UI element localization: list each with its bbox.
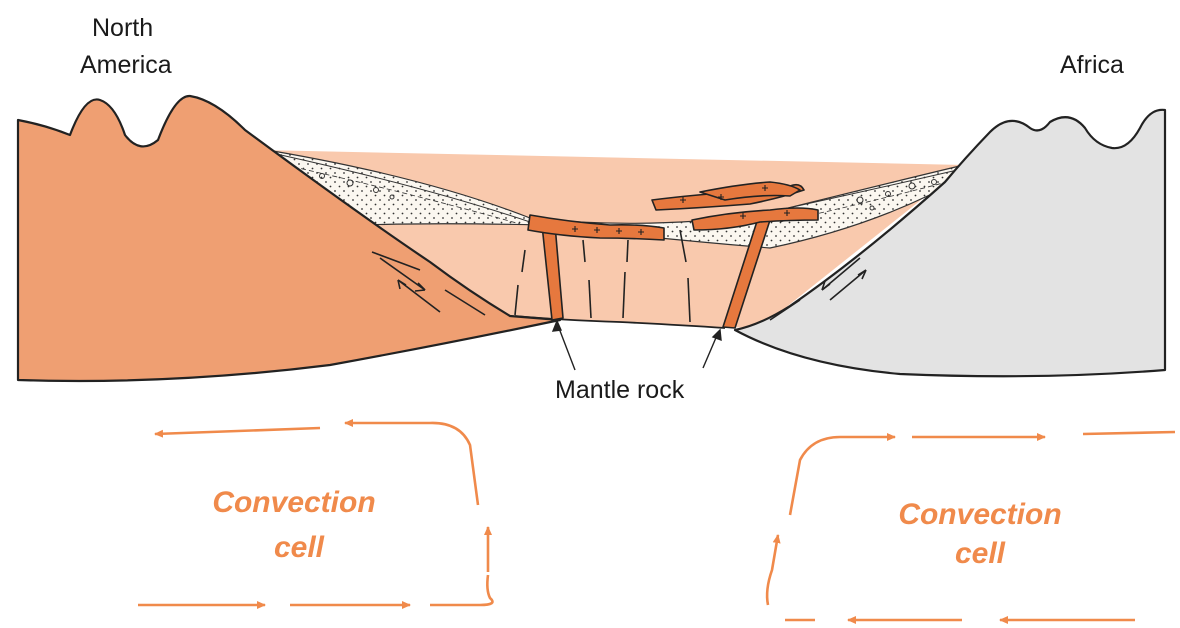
africa-label: Africa [1060,51,1124,79]
right-cell-label-line1: Convection [898,498,1061,531]
left-cell-label-line1: Convection [212,486,375,519]
left-cell-label-line2: cell [274,531,325,564]
mantle-rock-pointers [553,321,721,370]
right-cell-top-arrow-3 [1083,432,1175,434]
left-cell-top-arrow-1 [155,428,320,434]
right-cell-left-side [767,535,778,605]
north-america-label-line2: America [80,51,172,79]
right-cell-label-line2: cell [955,537,1006,570]
left-cell-right-side [430,575,492,605]
right-cell-corner-top [790,437,895,515]
mantle-rock-label: Mantle rock [555,376,685,404]
north-america-label-line1: North [92,14,153,42]
